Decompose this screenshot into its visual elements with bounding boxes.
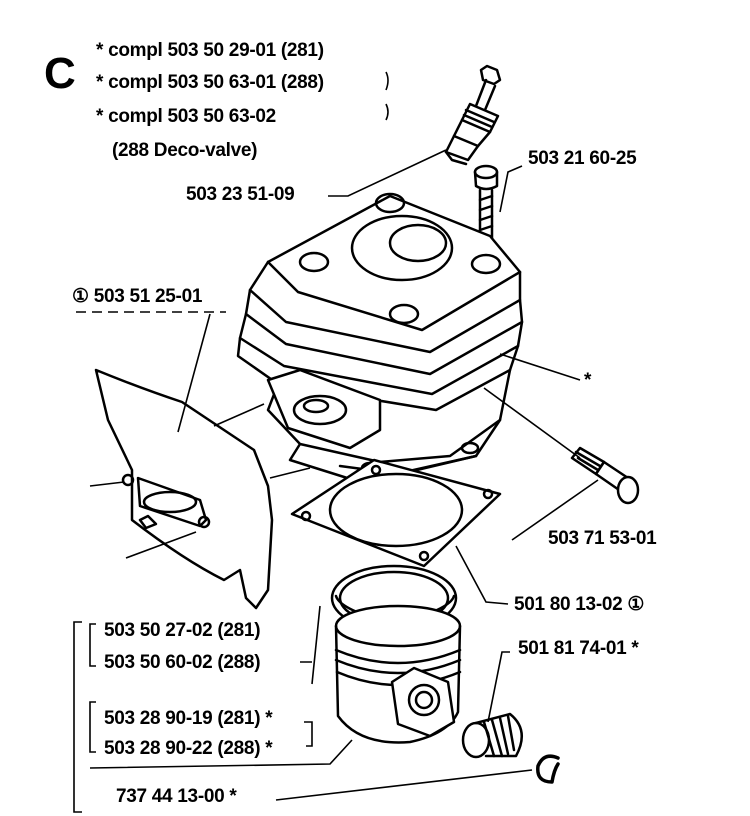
leader-heat-shield-4 [269, 467, 311, 479]
leader-spark-plug [328, 149, 447, 197]
leader-shield [177, 313, 211, 433]
circlip [536, 754, 560, 784]
label-ring-281: 503 28 90-19 (281) * [104, 708, 273, 729]
leader-heat-shield-1 [89, 481, 125, 487]
needle-bearing [461, 712, 523, 759]
label-compl-288-deco: * compl 503 50 63-02 [96, 106, 276, 127]
label-heat-shield: ① 503 51 25-01 [72, 286, 203, 307]
bracket-piston [89, 623, 96, 667]
bracket-rings [89, 701, 96, 753]
leader-valve [483, 387, 581, 459]
decompression-valve [570, 446, 640, 505]
label-base-gasket: 501 80 13-02 ① [514, 594, 645, 615]
paren-compl-3 [385, 103, 389, 121]
leader-valve-label [511, 479, 599, 541]
label-cylinder-star: * [584, 370, 592, 391]
base-gasket [290, 458, 502, 568]
label-decomp-valve: 503 71 53-01 [548, 528, 657, 549]
cylinder [236, 192, 524, 484]
leader-gasket [455, 545, 509, 605]
leader-lines [73, 71, 599, 813]
piston [334, 604, 462, 744]
label-needle-bearing: 501 81 74-01 * [518, 638, 639, 659]
leader-bearing [487, 651, 510, 723]
bracket-outer [73, 621, 82, 813]
label-spark-plug: 503 23 51-09 [186, 184, 295, 205]
leader-rings-bracket [304, 721, 313, 747]
label-piston-281: 503 50 27-02 (281) [104, 620, 261, 641]
label-piston-288: 503 50 60-02 (288) [104, 652, 261, 673]
label-bolt: 503 21 60-25 [528, 148, 637, 169]
leader-piston-pin [89, 739, 353, 769]
leader-cylinder [499, 353, 581, 381]
leader-piston [300, 605, 321, 685]
label-compl-281: * compl 503 50 29-01 (281) [96, 40, 324, 61]
label-circlip: 737 44 13-00 * [116, 786, 237, 807]
leader-circlip [275, 769, 533, 801]
spark-plug [444, 64, 502, 166]
heat-shield [94, 368, 274, 610]
leader-heat-shield-2 [125, 531, 197, 559]
label-ring-288: 503 28 90-22 (288) * [104, 738, 273, 759]
label-compl-288: * compl 503 50 63-01 (288) [96, 72, 324, 93]
label-compl-288-deco-note: (288 Deco-valve) [112, 140, 258, 161]
group-letter-c: C [44, 49, 76, 98]
leader-heat-shield-3 [213, 403, 265, 427]
paren-compl-2 [385, 71, 389, 91]
leader-bolt [499, 165, 523, 213]
